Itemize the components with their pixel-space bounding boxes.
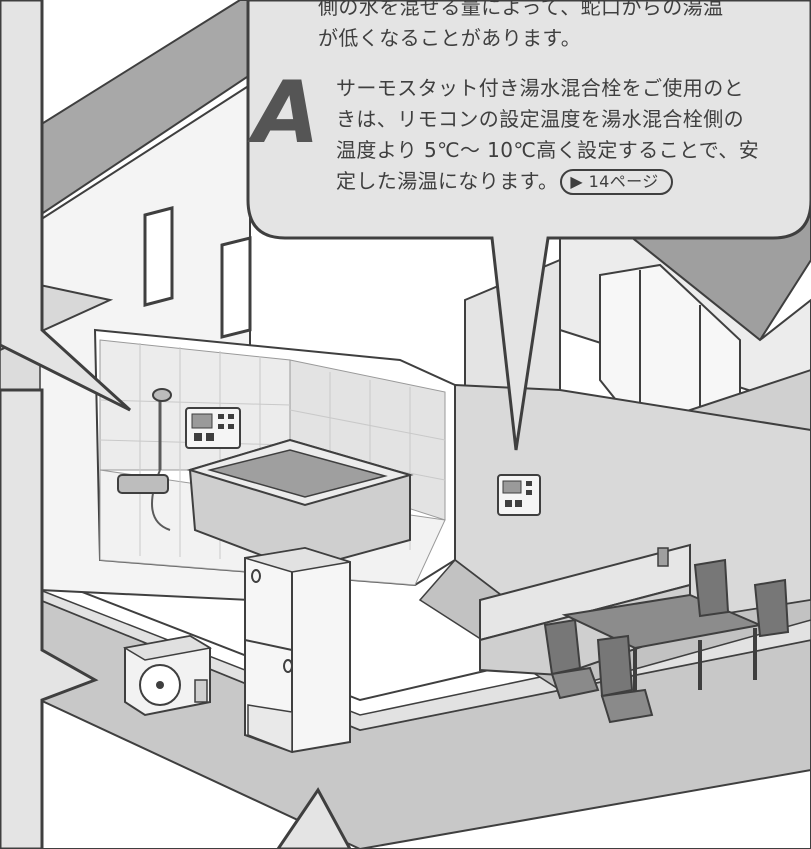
answer-line-1: サーモスタット付き湯水混合栓をご使用のと	[336, 76, 744, 100]
shower-icon	[117, 388, 172, 531]
callout-top-line-1: 側の水を混ぜる量によって、蛇口からの湯温	[318, 0, 724, 19]
answer-line-4-row: 定した湯温になります。▶ 14ページ	[336, 165, 673, 195]
bathtub-icon	[186, 438, 414, 572]
page-reference-link[interactable]: ▶ 14ページ	[560, 169, 673, 195]
answer-line-2: きは、リモコンの設定温度を湯水混合栓側の	[336, 107, 744, 131]
speech-bubble-left	[0, 0, 132, 849]
chair-icon	[543, 618, 600, 700]
answer-line-3: 温度より 5℃～ 10℃高く設定することで、安	[336, 138, 760, 162]
remote-controller-icon	[497, 474, 541, 516]
chair-icon	[693, 558, 730, 618]
speech-bubble-main	[246, 0, 811, 451]
chair-icon	[753, 578, 790, 638]
storage-tank-icon	[244, 546, 351, 754]
answer-marker: A	[253, 63, 320, 163]
remote-controller-icon	[185, 407, 241, 449]
callout-top-line-2: が低くなることがあります。	[318, 26, 582, 50]
window-icon	[143, 206, 174, 307]
heat-pump-unit-icon	[122, 634, 213, 717]
speech-bubble-bottom	[276, 787, 352, 849]
chair-icon	[596, 634, 654, 724]
window-icon	[220, 236, 252, 339]
answer-line-4: 定した湯温になります。	[336, 169, 559, 193]
